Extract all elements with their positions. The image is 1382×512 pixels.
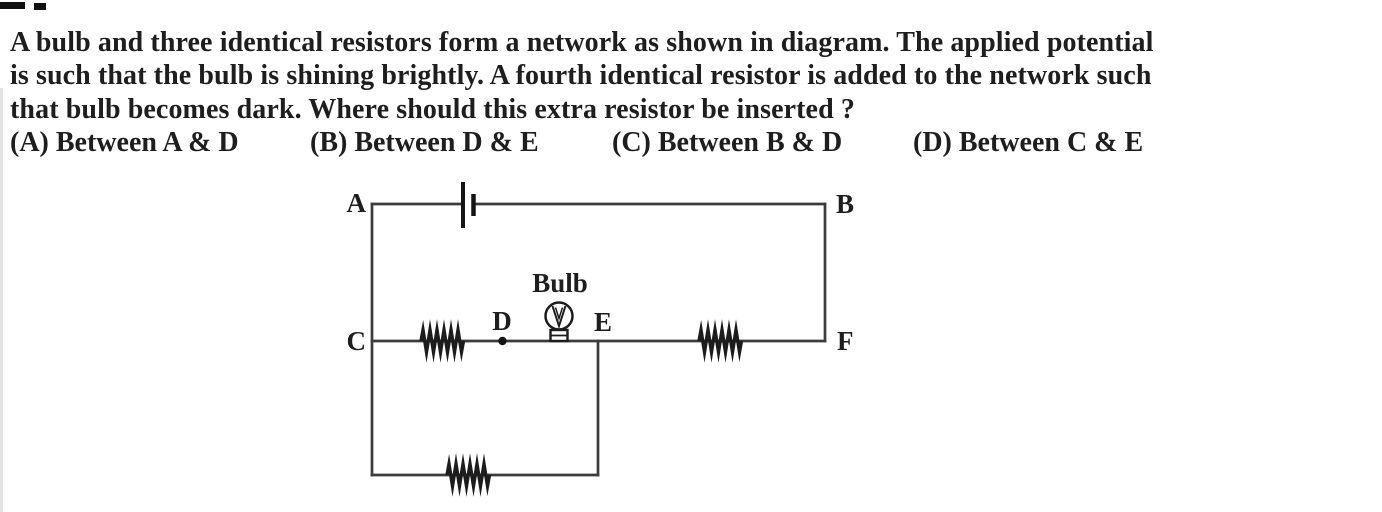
resistor-e-f <box>697 319 744 363</box>
cropped-question-number-mark <box>0 2 25 9</box>
label-node-f: F <box>837 326 854 356</box>
option-c: (C) Between B & D <box>612 127 843 159</box>
option-a: (A) Between A & D <box>10 127 239 159</box>
bulb-filament <box>551 305 567 330</box>
question-line-2: is such that the bulb is shining brightl… <box>10 60 1152 92</box>
option-d: (D) Between C & E <box>913 127 1144 159</box>
circuit-diagram: A B C D E F Bulb <box>347 182 854 497</box>
bulb-glass <box>544 301 574 331</box>
label-node-b: B <box>836 189 854 219</box>
answer-options-row: (A) Between A & D (B) Between D & E (C) … <box>10 126 1382 160</box>
label-node-d: D <box>492 306 512 336</box>
label-node-a: A <box>347 188 367 218</box>
option-b: (B) Between D & E <box>310 127 539 159</box>
question-line-3: that bulb becomes dark. Where should thi… <box>10 93 855 125</box>
label-bulb: Bulb <box>532 268 588 298</box>
cropped-question-number-dot <box>34 3 46 10</box>
label-node-e: E <box>594 307 612 337</box>
resistor-c-d <box>419 319 466 363</box>
battery-symbol <box>461 182 476 228</box>
bulb-filament-inner <box>554 307 564 321</box>
question-line-1: A bulb and three identical resistors for… <box>10 27 1154 58</box>
resistor-bottom-loop <box>445 453 492 497</box>
label-node-c: C <box>347 326 367 356</box>
bulb-symbol <box>544 301 574 343</box>
question-block: A bulb and three identical resistors for… <box>10 26 1382 160</box>
scan-edge-artifact <box>0 88 3 512</box>
node-d-dot <box>498 336 507 346</box>
